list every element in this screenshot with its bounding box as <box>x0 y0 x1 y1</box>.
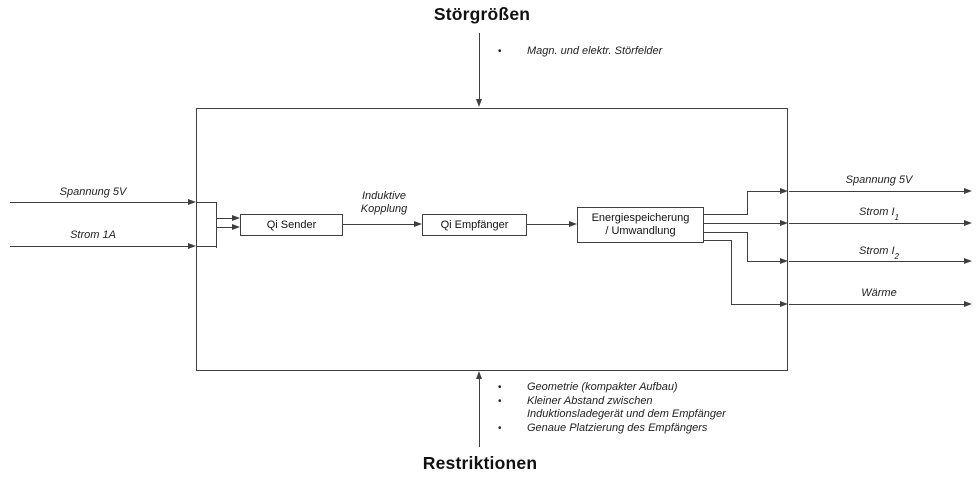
restriktionen-title: Restriktionen <box>422 453 538 473</box>
bottom-bullet-list: • Geometrie (kompakter Aufbau) • Kleiner… <box>498 381 758 435</box>
connector-line <box>747 191 780 193</box>
output-label-text: Spannung 5V <box>845 174 913 186</box>
output-arrowhead-icon <box>964 188 972 194</box>
connector-line <box>704 214 748 216</box>
bottom-bullet-text: Genaue Platzierung des Empfängers <box>527 421 708 434</box>
output-label-text: Wärme <box>861 287 897 299</box>
top-bullet-item: • Magn. und elektr. Störfelder <box>498 45 718 59</box>
input-label-spannung-5v: Spannung 5V <box>59 186 127 198</box>
connector-line <box>704 223 780 225</box>
bottom-bullet-item: • Geometrie (kompakter Aufbau) <box>498 381 758 395</box>
bottom-bullet-item: • Genaue Platzierung des Empfängers <box>498 422 758 436</box>
output-label-text: Strom I <box>859 206 895 218</box>
connector-line <box>704 240 732 242</box>
connector-line <box>747 261 780 263</box>
connector-arrowhead-icon <box>232 215 240 221</box>
input-label-strom-1a: Strom 1A <box>70 229 116 241</box>
connector-line <box>343 224 414 226</box>
bullet-dot-icon: • <box>498 382 502 393</box>
connector-arrowhead-icon <box>232 224 240 230</box>
connector-line <box>527 224 569 226</box>
stoergroessen-title: Störgrößen <box>433 4 531 24</box>
output-label-waerme: Wärme <box>795 287 963 300</box>
top-bullet-text: Magn. und elektr. Störfelder <box>527 45 663 57</box>
connector-line <box>196 246 217 248</box>
output-arrowhead-icon <box>964 258 972 264</box>
input-arrowhead-spannung-icon <box>188 199 196 205</box>
qi-empfaenger-block: Qi Empfänger <box>422 214 527 236</box>
connector-arrowhead-icon <box>780 220 788 226</box>
connector-line <box>730 240 732 305</box>
output-label-spannung-5v: Spannung 5V <box>795 174 963 187</box>
connector-arrowhead-icon <box>780 301 788 307</box>
connector-line <box>196 202 217 204</box>
output-label-strom-i2: Strom I2 <box>795 245 963 262</box>
output-label-sub: 2 <box>894 252 899 262</box>
connector-line <box>216 218 232 220</box>
connector-line <box>746 191 748 215</box>
connector-arrowhead-icon <box>569 221 577 227</box>
input-line-strom <box>10 246 188 248</box>
output-arrowhead-icon <box>964 220 972 226</box>
bottom-bullet-text: Kleiner Abstand zwischen Induktionsladeg… <box>527 394 726 421</box>
coupling-label: Induktive Kopplung <box>360 190 408 215</box>
connector-arrowhead-icon <box>414 221 422 227</box>
system-boundary <box>196 108 788 371</box>
bullet-dot-icon: • <box>498 422 502 434</box>
output-line-strom-i1 <box>789 223 964 225</box>
output-label-text: Strom I <box>859 245 895 257</box>
bullet-dot-icon: • <box>498 46 502 57</box>
qi-empfaenger-label: Qi Empfänger <box>440 218 509 231</box>
output-line-waerme <box>789 304 964 306</box>
connector-line <box>216 202 218 248</box>
connector-arrowhead-icon <box>780 258 788 264</box>
bottom-bullet-item: • Kleiner Abstand zwischen Induktionslad… <box>498 395 758 422</box>
top-arrowhead-down-icon <box>476 99 482 107</box>
energiespeicherung-block: Energiespeicherung / Umwandlung <box>577 207 704 243</box>
bottom-arrowhead-up-icon <box>476 371 482 379</box>
connector-line <box>704 232 748 234</box>
connector-line <box>746 232 748 262</box>
output-label-strom-i1: Strom I1 <box>795 206 963 223</box>
qi-sender-label: Qi Sender <box>266 218 317 231</box>
top-disturbance-arrow-line <box>479 33 481 100</box>
connector-line <box>731 304 780 306</box>
output-line-strom-i2 <box>789 261 964 263</box>
top-bullet-list: • Magn. und elektr. Störfelder <box>498 45 718 59</box>
energiespeicherung-label-line2: / Umwandlung <box>605 225 676 237</box>
input-line-spannung <box>10 202 188 204</box>
connector-line <box>216 227 232 229</box>
qi-sender-block: Qi Sender <box>240 214 343 236</box>
bottom-restriction-arrow-line <box>479 378 481 447</box>
bottom-bullet-text: Geometrie (kompakter Aufbau) <box>527 381 678 393</box>
output-line-spannung <box>789 191 964 193</box>
energiespeicherung-label-line1: Energiespeicherung <box>591 212 690 224</box>
output-arrowhead-icon <box>964 301 972 307</box>
connector-arrowhead-icon <box>780 188 788 194</box>
output-label-sub: 1 <box>894 213 899 223</box>
input-arrowhead-strom-icon <box>188 243 196 249</box>
bullet-dot-icon: • <box>498 395 502 407</box>
